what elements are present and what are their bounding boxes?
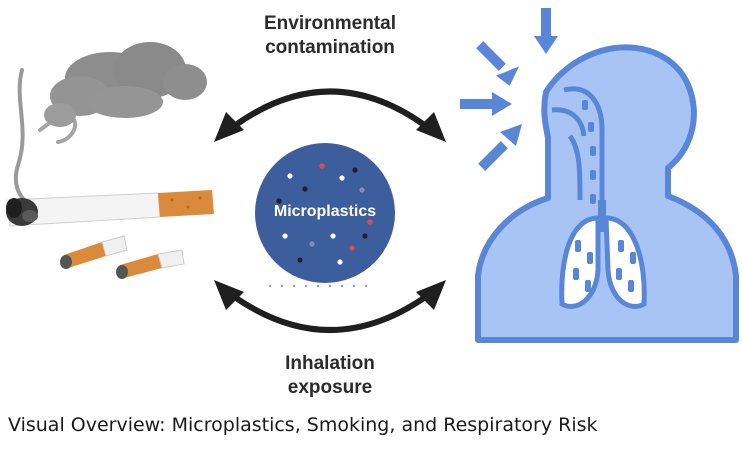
inhalation-exposure-label: Inhalation exposure	[240, 352, 420, 400]
microplastics-label: Microplastics	[273, 203, 377, 220]
label-line: contamination	[265, 37, 395, 58]
cycle-arrows-icon	[222, 88, 438, 333]
smoke-icon	[13, 42, 207, 202]
cigarette-icon	[6, 190, 214, 227]
figure-caption: Visual Overview: Microplastics, Smoking,…	[8, 414, 598, 436]
label-line: Environmental	[264, 13, 396, 34]
microplastics-circle	[255, 143, 395, 283]
incoming-arrows-icon	[460, 8, 558, 171]
label-line: exposure	[287, 377, 373, 398]
respiratory-system-icon	[475, 44, 739, 343]
environmental-contamination-label: Environmental contamination	[230, 12, 430, 60]
arrow-head-icon	[214, 112, 446, 310]
label-line: Inhalation	[285, 353, 375, 374]
dotted-line	[268, 284, 368, 288]
cigarette-butt-icon	[60, 235, 128, 269]
cigarette-butt-icon	[116, 249, 185, 279]
